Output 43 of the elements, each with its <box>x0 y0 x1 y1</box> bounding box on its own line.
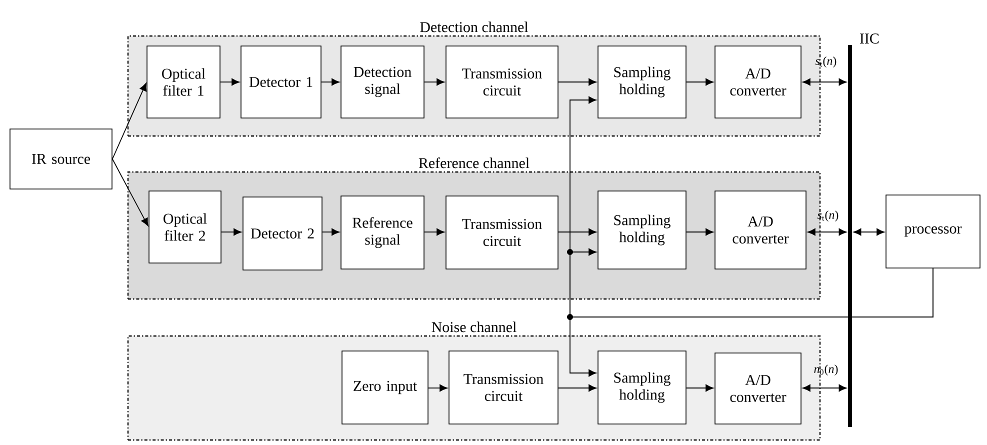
process-box: A/D converter <box>714 352 802 424</box>
arrow <box>686 78 714 86</box>
arrow <box>424 78 444 86</box>
process-box: Detection signal <box>340 46 424 118</box>
process-box: A/D converter <box>714 190 806 270</box>
process-box: Transmission circuit <box>446 196 558 270</box>
arrow <box>424 228 444 236</box>
arrow <box>808 228 847 236</box>
arrow <box>112 158 148 226</box>
arrow <box>322 228 340 236</box>
arrow <box>112 83 146 160</box>
arrow <box>802 78 847 86</box>
process-box: Transmission circuit <box>446 46 558 118</box>
bus-bar: IIC <box>848 34 879 427</box>
arrow <box>220 78 240 86</box>
arrow <box>686 228 714 236</box>
arrow <box>220 228 242 236</box>
process-box: Zero input <box>342 350 428 424</box>
arrow <box>558 384 596 392</box>
arrow <box>570 268 934 377</box>
arrow <box>558 78 596 86</box>
arrow <box>802 384 847 392</box>
arrow <box>558 228 596 236</box>
process-box: IR source <box>10 128 112 190</box>
process-box: Detector 1 <box>240 46 322 118</box>
arrow <box>853 228 884 236</box>
process-box: Optical filter 1 <box>146 46 220 118</box>
arrow <box>320 78 340 86</box>
process-box: Transmission circuit <box>448 350 558 424</box>
process-box: Detector 2 <box>242 196 322 270</box>
node-label: Noise channel <box>432 322 516 332</box>
process-box: Sampling holding <box>598 46 686 118</box>
arrow <box>428 384 448 392</box>
node-label: Reference channel <box>418 158 530 168</box>
process-box: processor <box>886 194 980 268</box>
arrow <box>686 384 714 392</box>
process-box: Optical filter 2 <box>148 190 222 264</box>
process-box: Sampling holding <box>598 190 686 270</box>
process-box: A/D converter <box>714 46 802 118</box>
node-label: IIC <box>860 34 879 44</box>
process-box: Sampling holding <box>598 350 686 424</box>
node-label: Detection channel <box>420 22 528 32</box>
process-box: Reference signal <box>340 196 424 270</box>
